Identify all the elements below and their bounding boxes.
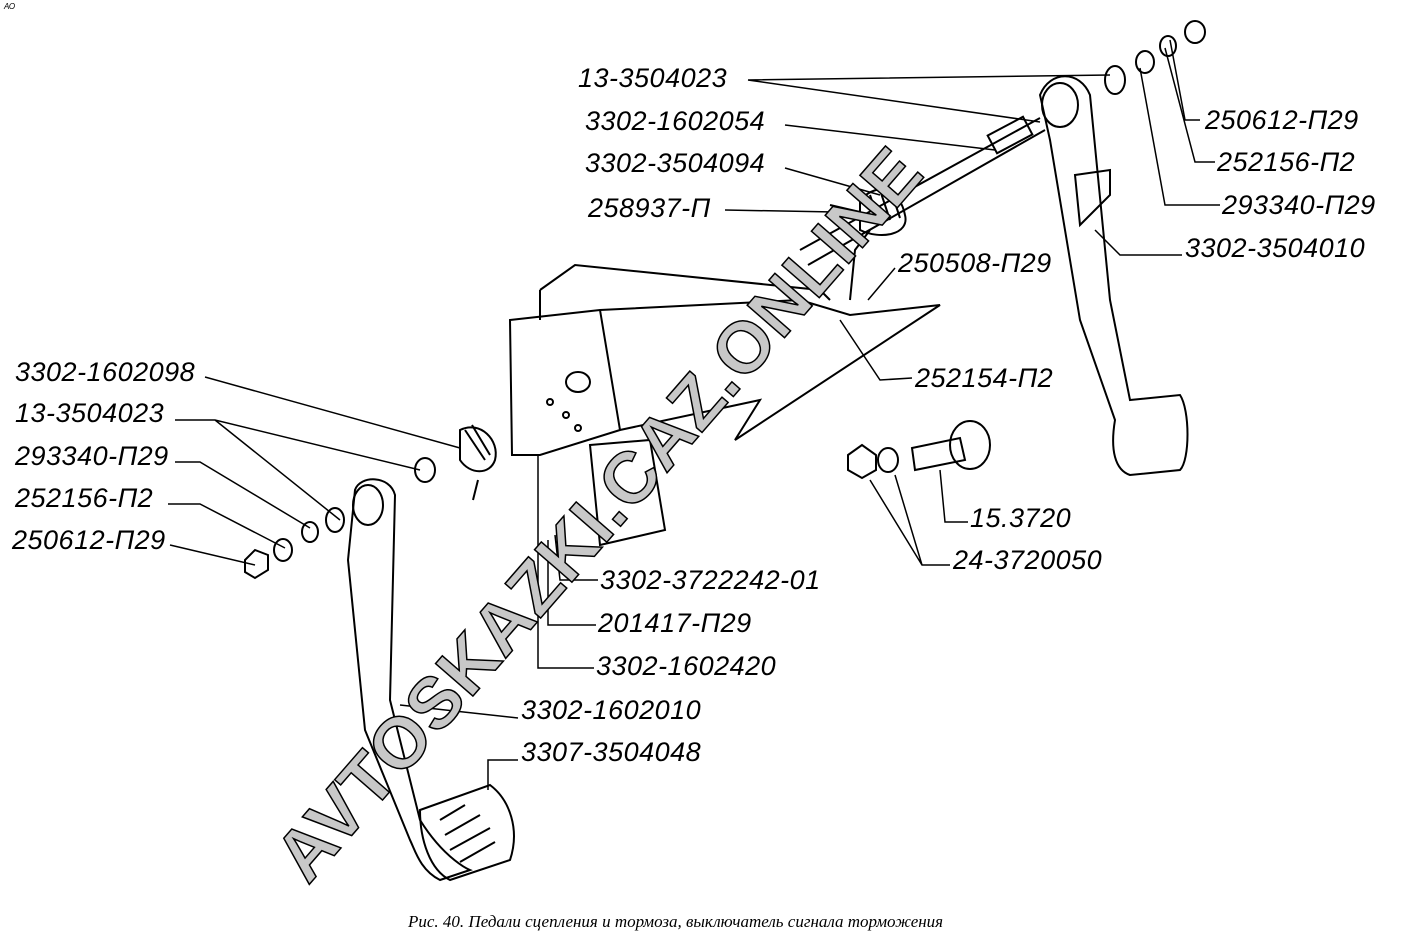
part-label: 252154-П2: [915, 363, 1054, 393]
part-label: 15.3720: [970, 503, 1072, 533]
part-label: 24-3720050: [953, 545, 1103, 575]
part-label: 201417-П29: [598, 608, 752, 638]
part-label: 293340-П29: [1222, 190, 1376, 220]
part-label: 3302-3504094: [585, 148, 766, 178]
part-label: 252156-П2: [1217, 147, 1356, 177]
corner-mark: АО: [4, 2, 16, 11]
leader-lines: [168, 39, 1220, 790]
part-label: 252156-П2: [15, 483, 154, 513]
part-label: 13-3504023: [15, 398, 165, 428]
brake-pedal-drawing: [1038, 20, 1206, 477]
part-label: 3302-3722242-01: [600, 565, 821, 595]
part-label: 3302-1602054: [585, 106, 766, 136]
switch-drawing: [847, 420, 991, 480]
part-label: 293340-П29: [15, 441, 169, 471]
figure-caption: Рис. 40. Педали сцепления и тормоза, вык…: [408, 912, 944, 931]
part-label: 3302-1602420: [596, 651, 777, 681]
clutch-pedal-drawing: [244, 424, 515, 882]
part-label: 13-3504023: [578, 63, 728, 93]
part-label: 250508-П29: [898, 248, 1052, 278]
part-label: 3302-3504010: [1185, 233, 1366, 263]
part-label: 3302-1602098: [15, 357, 196, 387]
shaft-drawing: [799, 115, 1046, 301]
part-label: 250612-П29: [12, 525, 166, 555]
bracket-drawing: [508, 263, 941, 547]
part-label: 3302-1602010: [521, 695, 702, 725]
part-label: 258937-П: [588, 193, 711, 223]
part-label: 3307-3504048: [521, 737, 702, 767]
part-label: 250612-П29: [1205, 105, 1359, 135]
